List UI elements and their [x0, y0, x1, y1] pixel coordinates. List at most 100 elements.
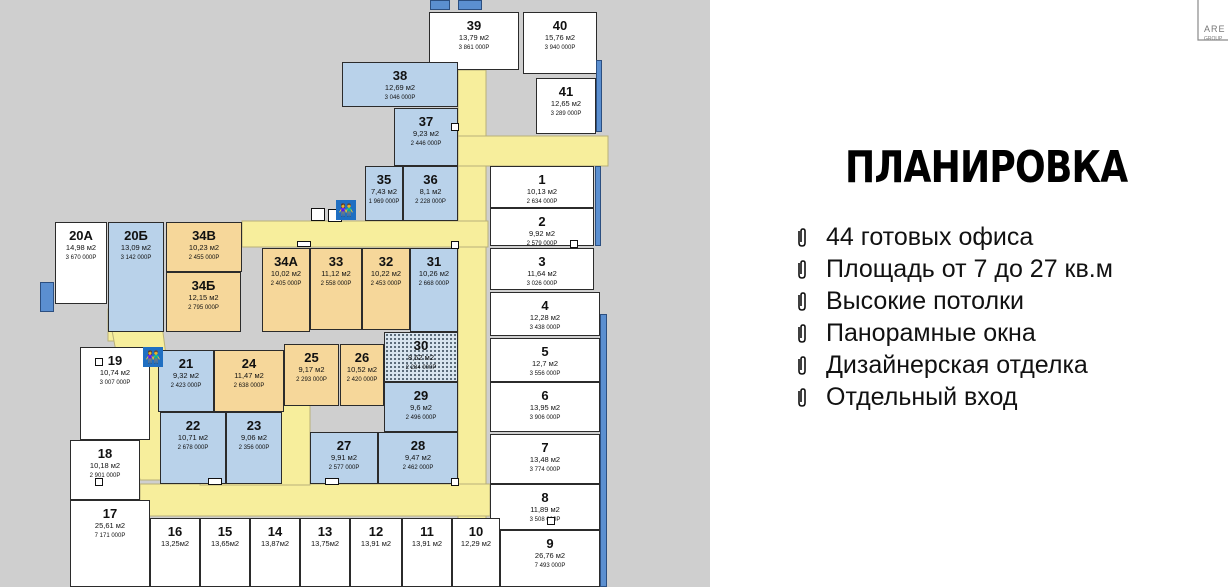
office-number: 25 — [304, 350, 319, 365]
window — [595, 166, 601, 246]
office-area: 11,47 м2 — [234, 371, 264, 380]
office-price: 2 496 000Р — [405, 415, 437, 421]
office-area: 8,1 м2 — [419, 187, 442, 196]
door-marker — [95, 358, 103, 366]
door-marker — [570, 240, 578, 248]
office-price: 2 446 000Р — [410, 141, 442, 147]
office-number: 27 — [336, 438, 352, 453]
office-area: 12,65 м2 — [550, 99, 582, 108]
office-area: 12,7 м2 — [531, 359, 558, 368]
office-number: 1 — [538, 172, 546, 187]
door-marker — [297, 241, 311, 247]
office-area: 11,12 м2 — [321, 269, 351, 278]
office-number: 3 — [538, 254, 546, 269]
office-area: 8,62 м2 — [407, 353, 434, 362]
window — [600, 314, 607, 587]
office-price: 2 420 000Р — [346, 377, 378, 383]
office-area: 13,65м2 — [210, 539, 240, 548]
feature-item: Площадь от 7 до 27 кв.м — [796, 253, 1113, 285]
paperclip-icon — [798, 260, 806, 279]
office-number: 34А — [274, 254, 298, 269]
office-number: 6 — [541, 388, 549, 403]
office-price: 3 438 000Р — [529, 325, 561, 331]
feature-text: Панорамные окна — [826, 319, 1036, 347]
office-price: 7 171 000Р — [94, 533, 126, 539]
logo-mark — [1197, 0, 1228, 41]
office-number: 11 — [420, 524, 434, 539]
office-number: 39 — [466, 18, 482, 33]
paperclip-icon — [798, 292, 806, 311]
office-price: 2 558 000Р — [320, 281, 352, 287]
office-price: 1 969 000Р — [368, 199, 400, 205]
office-area: 10,13 м2 — [526, 187, 558, 196]
door-marker — [311, 208, 325, 221]
office-price: 3 046 000Р — [384, 95, 416, 101]
office-number: 40 — [552, 18, 568, 33]
office-number: 16 — [167, 524, 183, 539]
office-number: 30 — [413, 338, 429, 353]
office-area: 26,76 м2 — [534, 551, 566, 560]
office-number: 33 — [328, 254, 344, 269]
office-price: 3 508 000Р — [529, 517, 561, 523]
office-number: 15 — [217, 524, 233, 539]
office-area: 9,92 м2 — [528, 229, 555, 238]
office-number: 8 — [541, 490, 549, 505]
office-price: 2 579 000Р — [526, 241, 558, 246]
office-area: 10,74 м2 — [99, 368, 131, 377]
office-number: 28 — [410, 438, 426, 453]
feature-text: Дизайнерская отделка — [826, 351, 1088, 379]
office-price: 2 678 000Р — [177, 445, 209, 451]
office-price: 2 901 000Р — [89, 473, 121, 479]
office-area: 13,25м2 — [160, 539, 190, 548]
office-area: 11,89 м2 — [530, 505, 560, 514]
office-price: 3 670 000Р — [65, 255, 97, 261]
company-logo: ARE GROUP — [1193, 0, 1228, 44]
office-area: 10,22 м2 — [370, 269, 402, 278]
